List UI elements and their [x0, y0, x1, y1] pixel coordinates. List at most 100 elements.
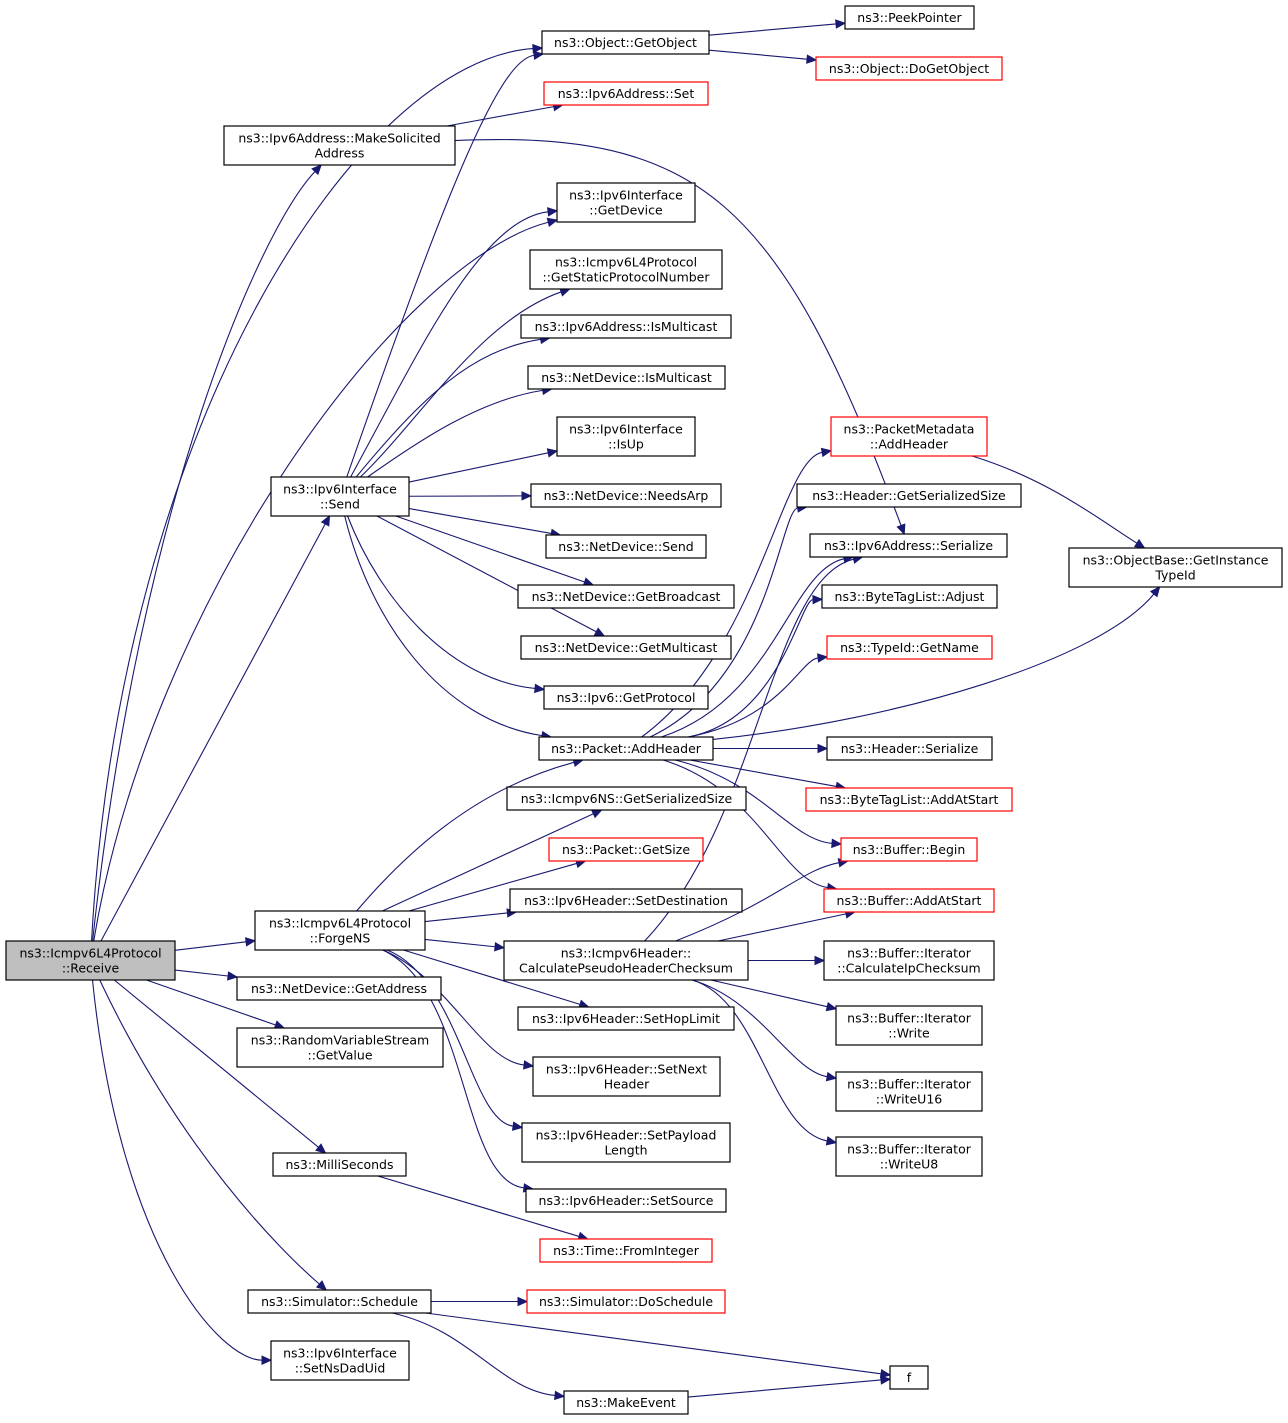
- node-addrismulticast[interactable]: ns3::Ipv6Address::IsMulticast: [520, 314, 732, 339]
- node-getmulticast[interactable]: ns3::NetDevice::GetMulticast: [520, 635, 732, 660]
- node-box-makesolicited[interactable]: [223, 125, 456, 166]
- node-box-receive[interactable]: [5, 940, 176, 981]
- node-box-pmaddheader[interactable]: [830, 416, 988, 457]
- node-setsource[interactable]: ns3::Ipv6Header::SetSource: [525, 1188, 727, 1213]
- node-box-doschedule[interactable]: [526, 1289, 726, 1314]
- node-schedule[interactable]: ns3::Simulator::Schedule: [247, 1289, 432, 1314]
- node-btladjust[interactable]: ns3::ByteTagList::Adjust: [821, 584, 998, 609]
- node-btladdatstart[interactable]: ns3::ByteTagList::AddAtStart: [805, 787, 1013, 812]
- node-ndismulticast[interactable]: ns3::NetDevice::IsMulticast: [527, 365, 726, 390]
- node-box-setnsdaduid[interactable]: [270, 1340, 410, 1381]
- node-box-calcipchecksum[interactable]: [823, 940, 995, 981]
- node-f[interactable]: f: [889, 1365, 929, 1390]
- node-box-dogetobject[interactable]: [815, 56, 1003, 81]
- node-box-rvsgetvalue[interactable]: [236, 1027, 444, 1068]
- node-ifsend[interactable]: ns3::Ipv6Interface::Send: [270, 476, 410, 517]
- node-pmaddheader[interactable]: ns3::PacketMetadata::AddHeader: [830, 416, 988, 457]
- node-box-milliseconds[interactable]: [272, 1152, 407, 1177]
- node-box-getstaticproto[interactable]: [529, 249, 723, 290]
- node-box-getobject[interactable]: [541, 30, 710, 55]
- node-box-getinstancetypeid[interactable]: [1068, 547, 1283, 588]
- node-ipv6addrset[interactable]: ns3::Ipv6Address::Set: [543, 81, 709, 106]
- node-typeidgetname[interactable]: ns3::TypeId::GetName: [826, 635, 993, 660]
- node-box-f[interactable]: [889, 1365, 929, 1390]
- node-box-setsource[interactable]: [525, 1188, 727, 1213]
- node-box-bufaddatstart[interactable]: [823, 888, 995, 913]
- node-box-peekpointer[interactable]: [844, 5, 975, 30]
- node-box-itwriteu8[interactable]: [835, 1136, 983, 1177]
- node-box-setpayloadlen[interactable]: [521, 1122, 731, 1163]
- node-sethoplimit[interactable]: ns3::Ipv6Header::SetHopLimit: [517, 1006, 735, 1031]
- node-addrserialize[interactable]: ns3::Ipv6Address::Serialize: [809, 533, 1008, 558]
- node-getaddress[interactable]: ns3::NetDevice::GetAddress: [236, 976, 442, 1001]
- node-peekpointer[interactable]: ns3::PeekPointer: [844, 5, 975, 30]
- node-box-makeevent[interactable]: [563, 1390, 689, 1415]
- node-addheader[interactable]: ns3::Packet::AddHeader: [538, 736, 714, 761]
- node-box-setnextheader[interactable]: [532, 1056, 721, 1097]
- node-box-ndsend[interactable]: [545, 534, 707, 559]
- node-forgens[interactable]: ns3::Icmpv6L4Protocol::ForgeNS: [254, 910, 426, 951]
- node-receive[interactable]: ns3::Icmpv6L4Protocol::Receive: [5, 940, 176, 981]
- node-rvsgetvalue[interactable]: ns3::RandomVariableStream::GetValue: [236, 1027, 444, 1068]
- node-doschedule[interactable]: ns3::Simulator::DoSchedule: [526, 1289, 726, 1314]
- node-ifgetdevice[interactable]: ns3::Ipv6Interface::GetDevice: [556, 182, 696, 223]
- node-box-bufbegin[interactable]: [840, 837, 978, 862]
- node-setdestination[interactable]: ns3::Ipv6Header::SetDestination: [509, 888, 743, 913]
- node-ifisup[interactable]: ns3::Ipv6Interface::IsUp: [556, 416, 696, 457]
- node-box-btladjust[interactable]: [821, 584, 998, 609]
- node-itwrite[interactable]: ns3::Buffer::Iterator::Write: [835, 1005, 983, 1046]
- node-box-forgens[interactable]: [254, 910, 426, 951]
- node-itwriteu16[interactable]: ns3::Buffer::Iterator::WriteU16: [835, 1071, 983, 1112]
- node-box-setdestination[interactable]: [509, 888, 743, 913]
- node-box-nsgetsersize[interactable]: [506, 786, 747, 811]
- node-box-itwrite[interactable]: [835, 1005, 983, 1046]
- node-getobject[interactable]: ns3::Object::GetObject: [541, 30, 710, 55]
- node-box-needsarp[interactable]: [530, 483, 722, 508]
- node-box-typeidgetname[interactable]: [826, 635, 993, 660]
- node-bufbegin[interactable]: ns3::Buffer::Begin: [840, 837, 978, 862]
- node-dogetobject[interactable]: ns3::Object::DoGetObject: [815, 56, 1003, 81]
- node-box-ifisup[interactable]: [556, 416, 696, 457]
- node-box-hdrgetsersize[interactable]: [796, 483, 1022, 508]
- node-box-ipv6addrset[interactable]: [543, 81, 709, 106]
- node-box-schedule[interactable]: [247, 1289, 432, 1314]
- node-ndsend[interactable]: ns3::NetDevice::Send: [545, 534, 707, 559]
- node-makeevent[interactable]: ns3::MakeEvent: [563, 1390, 689, 1415]
- node-milliseconds[interactable]: ns3::MilliSeconds: [272, 1152, 407, 1177]
- node-calcpseudo[interactable]: ns3::Icmpv6Header::CalculatePseudoHeader…: [503, 940, 749, 981]
- node-box-ifsend[interactable]: [270, 476, 410, 517]
- node-getbroadcast[interactable]: ns3::NetDevice::GetBroadcast: [517, 584, 735, 609]
- node-box-addheader[interactable]: [538, 736, 714, 761]
- node-pktgetsize[interactable]: ns3::Packet::GetSize: [548, 837, 704, 862]
- node-box-getprotocol[interactable]: [543, 685, 709, 710]
- node-hdrserialize[interactable]: ns3::Header::Serialize: [826, 736, 993, 761]
- node-box-pktgetsize[interactable]: [548, 837, 704, 862]
- node-box-addrismulticast[interactable]: [520, 314, 732, 339]
- node-box-ifgetdevice[interactable]: [556, 182, 696, 223]
- node-box-btladdatstart[interactable]: [805, 787, 1013, 812]
- node-box-getbroadcast[interactable]: [517, 584, 735, 609]
- node-calcipchecksum[interactable]: ns3::Buffer::Iterator::CalculateIpChecks…: [823, 940, 995, 981]
- node-fromint[interactable]: ns3::Time::FromInteger: [539, 1238, 713, 1263]
- node-box-getmulticast[interactable]: [520, 635, 732, 660]
- node-box-sethoplimit[interactable]: [517, 1006, 735, 1031]
- node-box-fromint[interactable]: [539, 1238, 713, 1263]
- node-box-ndismulticast[interactable]: [527, 365, 726, 390]
- node-box-itwriteu16[interactable]: [835, 1071, 983, 1112]
- node-box-hdrserialize[interactable]: [826, 736, 993, 761]
- node-hdrgetsersize[interactable]: ns3::Header::GetSerializedSize: [796, 483, 1022, 508]
- node-needsarp[interactable]: ns3::NetDevice::NeedsArp: [530, 483, 722, 508]
- node-setnsdaduid[interactable]: ns3::Ipv6Interface::SetNsDadUid: [270, 1340, 410, 1381]
- node-getstaticproto[interactable]: ns3::Icmpv6L4Protocol::GetStaticProtocol…: [529, 249, 723, 290]
- node-getprotocol[interactable]: ns3::Ipv6::GetProtocol: [543, 685, 709, 710]
- node-box-calcpseudo[interactable]: [503, 940, 749, 981]
- node-box-getaddress[interactable]: [236, 976, 442, 1001]
- node-bufaddatstart[interactable]: ns3::Buffer::AddAtStart: [823, 888, 995, 913]
- node-box-addrserialize[interactable]: [809, 533, 1008, 558]
- node-nsgetsersize[interactable]: ns3::Icmpv6NS::GetSerializedSize: [506, 786, 747, 811]
- node-itwriteu8[interactable]: ns3::Buffer::Iterator::WriteU8: [835, 1136, 983, 1177]
